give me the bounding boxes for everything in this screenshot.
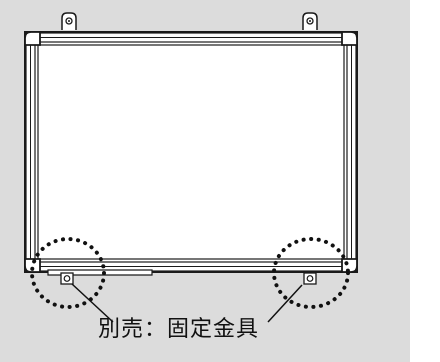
leader-line-left [71,283,114,323]
callout-circle-right [272,237,350,309]
board-frame [24,31,358,273]
top-hook-right [302,12,318,30]
callout-circle-left [30,237,106,309]
bottom-bracket-right [303,272,317,285]
top-hook-left [61,12,77,30]
leader-line-right [267,284,303,323]
marker-tray [47,269,153,276]
bottom-bracket-left [60,272,74,285]
callout-label: 別売：固定金具 [98,317,260,342]
